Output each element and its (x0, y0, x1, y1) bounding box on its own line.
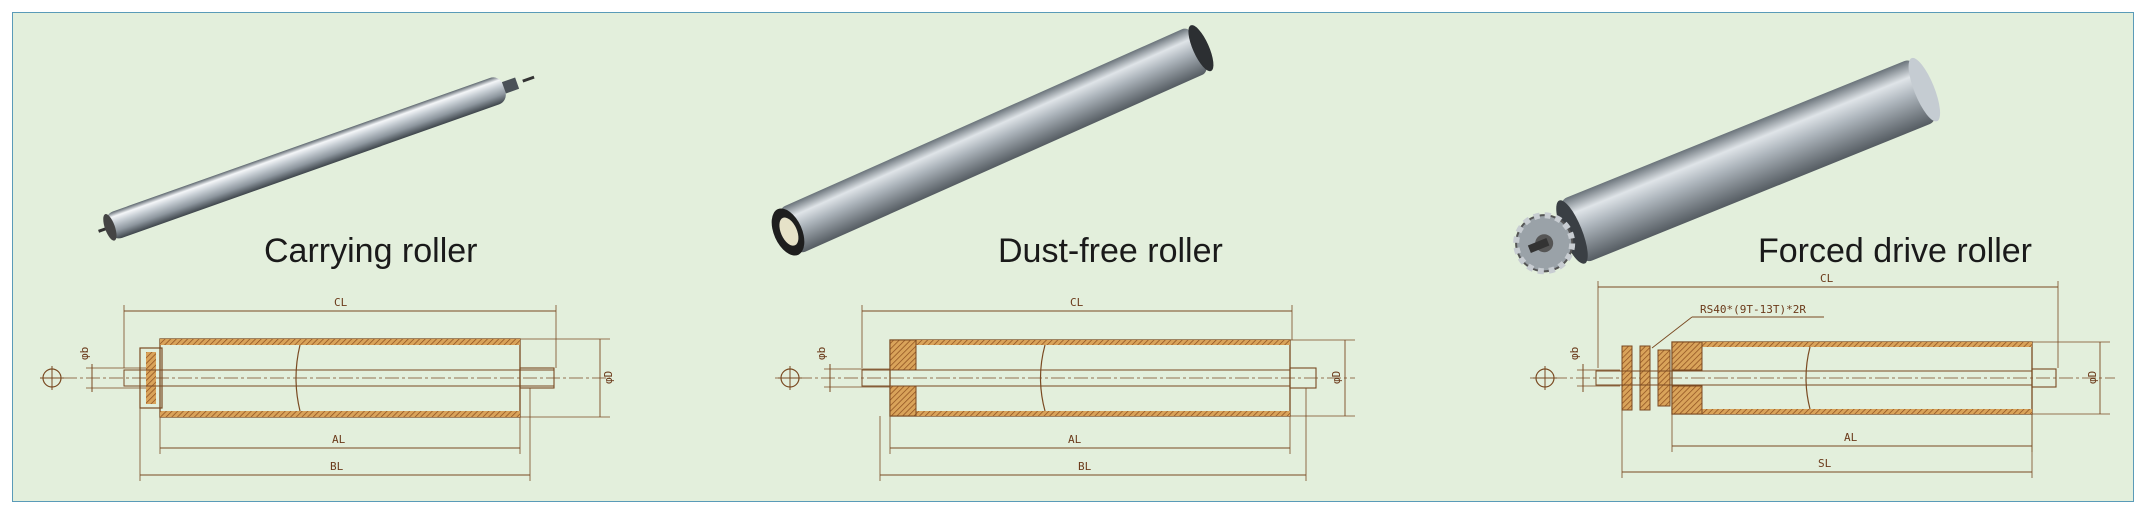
carrying-roller-photo (98, 75, 535, 241)
dim-cl-3: CL (1820, 272, 1834, 285)
dim-phi-d-1: φD (602, 371, 615, 384)
dim-phi-b-3: φb (1568, 347, 1581, 360)
dim-al-3: AL (1844, 431, 1858, 444)
dim-cl-2: CL (1070, 296, 1084, 309)
forced-drive-roller-photo (1513, 57, 1941, 275)
dim-phi-b-2: φb (815, 347, 828, 360)
sprocket-icon (1513, 212, 1576, 275)
dim-al-2: AL (1068, 433, 1082, 446)
dim-sl-3: SL (1818, 457, 1832, 470)
dim-phi-b-1: φb (78, 347, 91, 360)
dim-bl-1: BL (330, 460, 344, 473)
dust-free-roller-title: Dust-free roller (998, 232, 1223, 270)
dim-phi-d-3: φD (2086, 371, 2099, 384)
dim-cl-1: CL (334, 296, 348, 309)
dust-free-roller-drawing: φb CL φD AL BL (775, 296, 1355, 481)
dim-al-1: AL (332, 433, 346, 446)
forced-drive-roller-drawing: φb CL RS40*(9T-13T)*2R φD AL (1530, 272, 2115, 478)
carrying-roller-title: Carrying roller (264, 232, 478, 270)
forced-drive-roller-title: Forced drive roller (1758, 232, 2032, 270)
dim-bl-2: BL (1078, 460, 1092, 473)
carrying-roller-drawing: φb CL φD AL BL (40, 296, 615, 481)
dim-phi-d-2: φD (1330, 371, 1343, 384)
dust-free-roller-photo (771, 25, 1214, 256)
sprocket-spec-label: RS40*(9T-13T)*2R (1700, 303, 1806, 316)
